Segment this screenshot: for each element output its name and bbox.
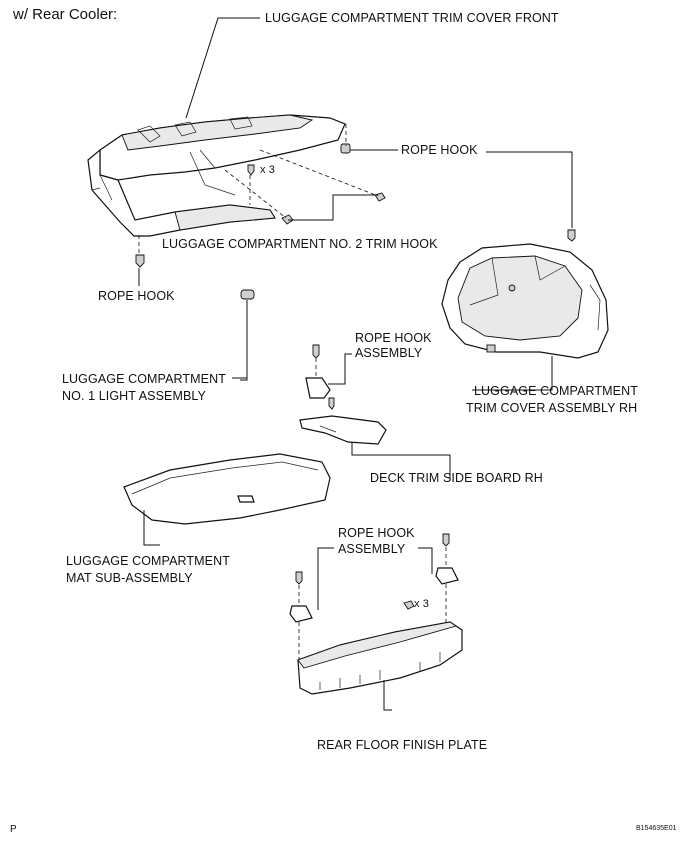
- label-mat-sub-assy-line1: LUGGAGE COMPARTMENT: [66, 554, 230, 568]
- trim-cover-front-part: [87, 114, 346, 237]
- label-rope-hook-top: ROPE HOOK: [401, 143, 478, 157]
- leader-lines-top: [138, 17, 573, 286]
- label-rope-hook-assy-mid-line1: ROPE HOOK: [355, 331, 432, 345]
- corner-mark: P: [10, 824, 17, 835]
- label-rear-floor-plate: REAR FLOOR FINISH PLATE: [317, 738, 488, 752]
- label-mat-sub-assy-line2: MAT SUB-ASSEMBLY: [66, 571, 193, 585]
- label-rope-hook-left: ROPE HOOK: [98, 289, 175, 303]
- label-rope-hook-assy-mid-line2: ASSEMBLY: [355, 346, 423, 360]
- luggage-mat-part: [123, 453, 331, 546]
- label-trim-cover-front: LUGGAGE COMPARTMENT TRIM COVER FRONT: [265, 11, 559, 25]
- label-trim-cover-rh-line1: LUGGAGE COMPARTMENT: [474, 384, 638, 398]
- label-trim-cover-rh-line2: TRIM COVER ASSEMBLY RH: [466, 401, 638, 415]
- deck-trim-side-board-part: [299, 415, 451, 478]
- label-deck-trim-side-board: DECK TRIM SIDE BOARD RH: [370, 471, 543, 485]
- figure-code: B154635E01: [636, 825, 677, 832]
- label-no2-trim-hook: LUGGAGE COMPARTMENT NO. 2 TRIM HOOK: [162, 237, 438, 251]
- light-assembly-part: [240, 289, 255, 381]
- label-rope-hook-assy-low-line1: ROPE HOOK: [338, 526, 415, 540]
- rear-floor-plate-part: [289, 533, 463, 711]
- label-screw-qty-low: x 3: [414, 598, 429, 610]
- label-light-assembly-line2: NO. 1 LIGHT ASSEMBLY: [62, 389, 206, 403]
- label-light-assembly-line1: LUGGAGE COMPARTMENT: [62, 372, 226, 386]
- rope-hook-assembly-mid-part: [305, 344, 352, 410]
- label-rope-hook-assy-low-line2: ASSEMBLY: [338, 542, 406, 556]
- diagram-title: w/ Rear Cooler:: [13, 6, 118, 23]
- trim-cover-rh-part: [441, 229, 609, 391]
- label-screw-qty-top: x 3: [260, 164, 275, 176]
